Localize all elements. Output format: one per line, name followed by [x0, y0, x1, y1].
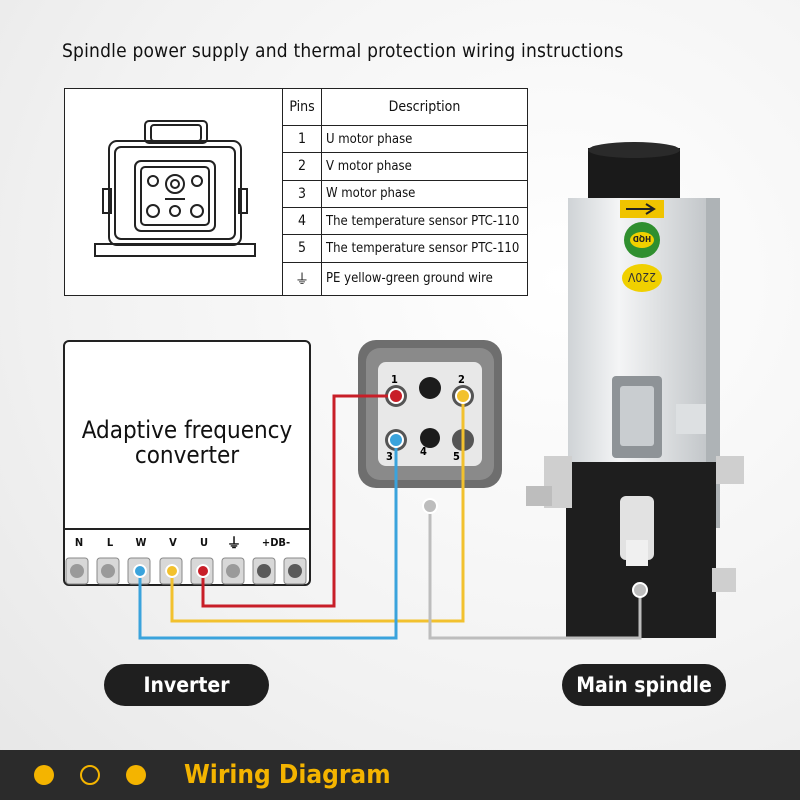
dot-icon [126, 765, 146, 785]
terminal-screw [65, 557, 89, 585]
terminal-label-v: V [169, 536, 177, 549]
table-header-row: Pins Description [283, 89, 527, 126]
header-description: Description [321, 89, 527, 126]
terminal-screw [221, 557, 245, 585]
wire-end-dot [133, 564, 147, 578]
pin-table: Pins Description 1 U motor phase 2 V mot… [64, 88, 528, 296]
wire-ground-gray [428, 506, 642, 640]
terminal-divider [63, 528, 311, 530]
terminal-label-w: W [135, 536, 147, 549]
voltage-badge [622, 264, 662, 292]
terminal-label-db: +DB- [261, 536, 291, 549]
dot-outline-icon [80, 765, 100, 785]
pin-description: U motor phase [321, 124, 527, 154]
pin-number: 2 [283, 152, 322, 181]
connector-label-2: 2 [458, 373, 465, 386]
connector-face-drawing [65, 89, 283, 295]
connector-face-icon [94, 120, 256, 257]
inverter-name-line2: converter [134, 441, 240, 469]
table-row: ⏚ PE yellow-green ground wire [283, 261, 527, 295]
pin-socket-center [419, 377, 441, 399]
ground-symbol-icon: ⏚ [283, 261, 322, 295]
pin-description: The temperature sensor PTC-110 [321, 206, 527, 236]
inverter-label: Inverter [104, 664, 269, 706]
wire-u-red [201, 394, 396, 608]
wire-end-dot [196, 564, 210, 578]
footer-bar: Wiring Diagram [0, 750, 800, 800]
connector-label-3: 3 [386, 450, 393, 463]
wire-end-dot [388, 388, 404, 404]
wire-w-blue [138, 440, 398, 640]
inverter-name-line1: Adaptive frequency [81, 416, 293, 444]
voltage-badge-text: 220V [627, 270, 656, 284]
inverter-name: Adaptive frequency converter [63, 418, 311, 468]
table-row: 2 V motor phase [283, 152, 527, 181]
wire-v-yellow [170, 396, 465, 623]
terminal-screw [252, 557, 276, 585]
pin-description: PE yellow-green ground wire [321, 261, 527, 295]
wire-end-dot [165, 564, 179, 578]
terminal-label-ground: ⏚ [227, 536, 241, 552]
wire-end-dot [422, 498, 438, 514]
wire-end-dot [632, 582, 648, 598]
terminal-label-n: N [74, 536, 84, 549]
main-spindle-label: Main spindle [562, 664, 726, 706]
table-row: 5 The temperature sensor PTC-110 [283, 234, 527, 263]
pin-socket-4 [420, 428, 440, 448]
wire-end-dot [388, 432, 404, 448]
dot-icon [34, 765, 54, 785]
terminal-label-u: U [199, 536, 209, 549]
connector-label-5: 5 [453, 450, 460, 463]
pin-description: The temperature sensor PTC-110 [321, 234, 527, 263]
wire-end-dot [455, 388, 471, 404]
terminal-screw [96, 557, 120, 585]
main-spindle-illustration: HQD 220V [526, 142, 744, 638]
connector-label-4: 4 [420, 445, 427, 458]
terminal-label-l: L [106, 536, 114, 549]
footer-title: Wiring Diagram [184, 760, 391, 790]
table-row: 1 U motor phase [283, 124, 527, 154]
connector-label-1: 1 [391, 373, 398, 386]
pin-description-table: Pins Description 1 U motor phase 2 V mot… [283, 89, 527, 295]
pin-number: 5 [283, 234, 322, 263]
pin-description: V motor phase [321, 152, 527, 181]
spindle-plate-text: HQD [633, 234, 651, 243]
inverter-box [63, 340, 311, 586]
page-title: Spindle power supply and thermal protect… [62, 40, 624, 62]
terminal-screw [283, 557, 307, 585]
